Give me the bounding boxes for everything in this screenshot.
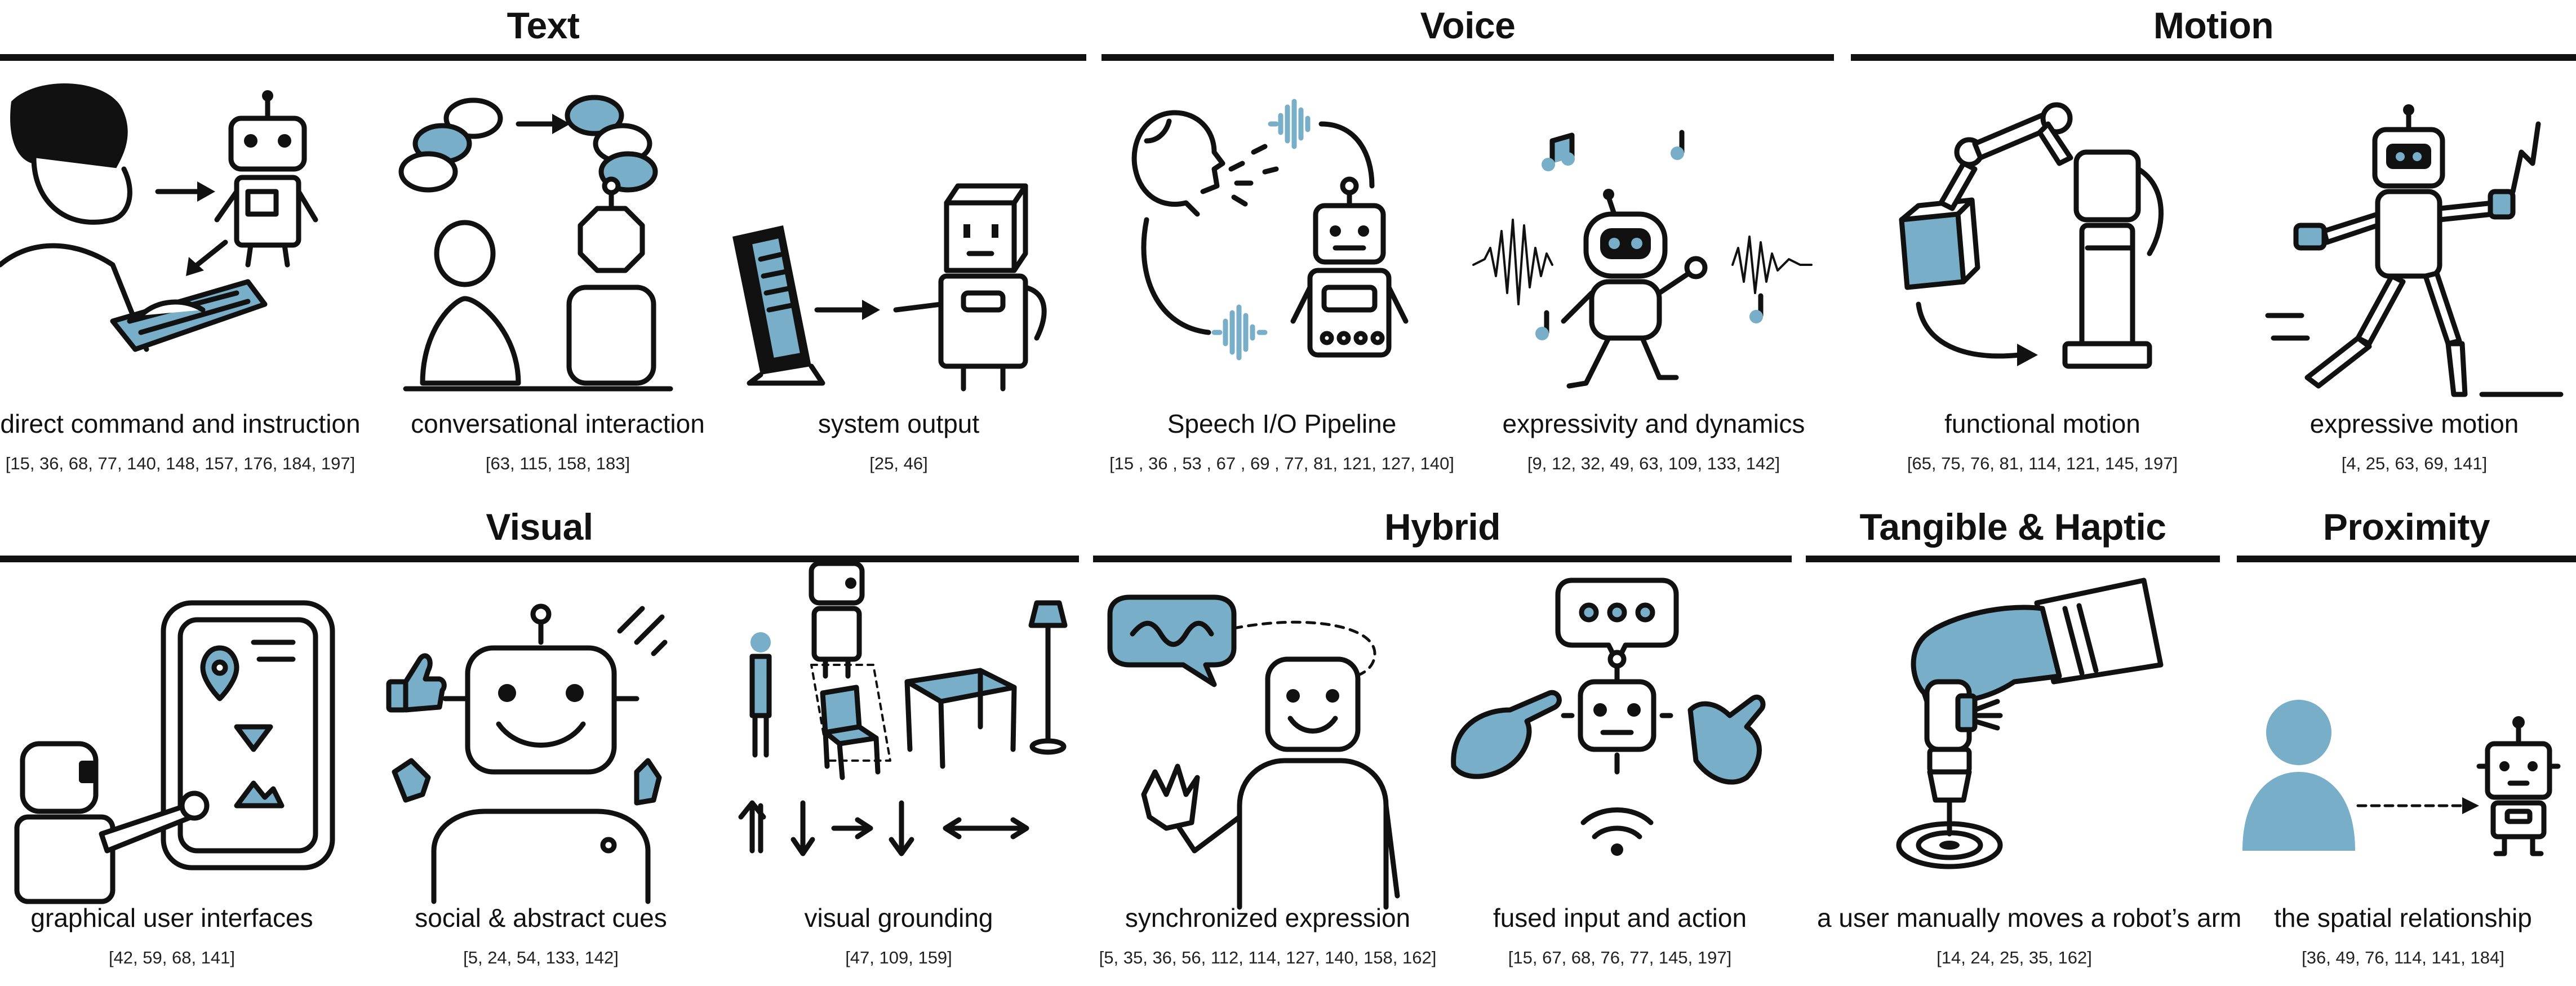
- item-refs: [15 , 36 , 53 , 67 , 69 , 77, 81, 121, 1…: [1109, 454, 1454, 473]
- item-refs: [15, 36, 68, 77, 140, 148, 157, 176, 184…: [5, 454, 356, 473]
- item-visual-grounding: visual grounding [47, 109, 159]: [727, 561, 1071, 986]
- section-rule: [2237, 556, 2576, 562]
- section-title-text: Text: [507, 5, 580, 46]
- dancing-robot-illustration: [2265, 104, 2564, 397]
- section-voice: Voice Speech I/O Pipeline [1: [1102, 0, 1834, 496]
- item-caption: Speech I/O Pipeline: [1167, 409, 1397, 438]
- section-title-visual: Visual: [486, 506, 593, 548]
- item-expressive-motion: expressive motion [4, 25, 63, 69, 141]: [2257, 79, 2572, 496]
- item-caption: a user manually moves a robot’s arm: [1817, 903, 2242, 932]
- item-manual-arm-movement: a user manually moves a robot’s arm [14,…: [1817, 578, 2241, 986]
- two-figures-chatting-illustration: [398, 95, 673, 392]
- section-title-motion: Motion: [2153, 5, 2274, 46]
- person-to-robot-distance-illustration: [2242, 700, 2561, 856]
- section-motion: Motion functional motion [65, 75, 76, 81…: [1851, 0, 2576, 496]
- item-caption: expressivity and dynamics: [1502, 409, 1805, 438]
- section-rule: [0, 54, 1086, 61]
- item-functional-motion: functional motion [65, 75, 76, 81, 114, …: [1885, 79, 2200, 496]
- section-title-proximity: Proximity: [2322, 506, 2490, 548]
- item-refs: [42, 59, 68, 141]: [108, 948, 236, 967]
- section-rule: [1806, 556, 2220, 562]
- item-refs: [9, 12, 32, 49, 63, 109, 133, 142]: [1527, 454, 1780, 473]
- item-refs: [4, 25, 63, 69, 141]: [2341, 454, 2488, 473]
- item-graphical-user-interfaces: graphical user interfaces [42, 59, 68, 1…: [0, 580, 344, 986]
- item-caption: expressive motion: [2309, 409, 2519, 438]
- section-title-hybrid: Hybrid: [1384, 506, 1501, 548]
- item-caption: visual grounding: [804, 903, 993, 932]
- section-rule: [1093, 556, 1792, 562]
- item-refs: [36, 49, 76, 114, 141, 184]: [2302, 948, 2504, 967]
- section-title-tangible-haptic: Tangible & Haptic: [1859, 506, 2167, 548]
- item-caption: synchronized expression: [1125, 903, 1411, 932]
- item-refs: [15, 67, 68, 76, 77, 145, 197]: [1508, 948, 1732, 967]
- item-direct-command: direct command and instruction [15, 36, …: [0, 79, 361, 496]
- item-conversational-interaction: conversational interaction [63, 115, 158…: [389, 79, 727, 496]
- item-caption: system output: [818, 409, 980, 438]
- item-expressivity-dynamics: expressivity and dynamics [9, 12, 32, 49…: [1472, 79, 1834, 496]
- hand-guiding-robot-arm-illustration: [1896, 578, 2164, 869]
- item-refs: [63, 115, 158, 183]: [485, 454, 630, 473]
- item-fused-input-action: fused input and action [15, 67, 68, 76, …: [1448, 578, 1792, 986]
- item-caption: fused input and action: [1493, 903, 1747, 932]
- item-caption: conversational interaction: [411, 409, 705, 438]
- person-typing-to-robot-illustration: [0, 83, 318, 352]
- robot-touching-tablet-illustration: [14, 600, 335, 904]
- item-synchronized-expression: synchronized expression [5, 35, 36, 56, …: [1093, 580, 1442, 986]
- item-refs: [5, 35, 36, 56, 112, 114, 127, 140, 158,…: [1099, 948, 1437, 967]
- item-refs: [14, 24, 25, 35, 162]: [1937, 948, 2092, 967]
- tablet-robot-illustration: [732, 183, 1047, 392]
- item-system-output: system output [25, 46]: [727, 79, 1071, 496]
- item-refs: [25, 46]: [869, 454, 928, 473]
- section-visual: Visual graphical user interfaces [42, 59…: [0, 501, 1079, 986]
- section-tangible-haptic: Tangible & Haptic a user manually moves …: [1806, 501, 2241, 986]
- waving-robot-speech-bubble-illustration: [1107, 594, 1400, 910]
- robot-scene-objects-illustration: [738, 561, 1068, 856]
- speech-pipeline-illustration: [1131, 99, 1409, 361]
- section-rule: [1102, 54, 1834, 61]
- item-spatial-relationship: the spatial relationship [36, 49, 76, 11…: [2237, 580, 2569, 986]
- item-refs: [5, 24, 54, 133, 142]: [463, 948, 619, 967]
- robot-hands-wifi-illustration: [1451, 578, 1766, 856]
- item-refs: [65, 75, 76, 81, 114, 121, 145, 197]: [1907, 454, 2178, 473]
- smiling-robot-gestures-illustration: [386, 603, 668, 904]
- section-text: Text direct command and instruction [15,…: [0, 0, 1086, 496]
- item-speech-io-pipeline: Speech I/O Pipeline [15 , 36 , 53 , 67 ,…: [1102, 79, 1462, 496]
- section-hybrid: Hybrid synchronized expression [5, 35, 3…: [1093, 501, 1792, 986]
- item-caption: social & abstract cues: [415, 903, 667, 932]
- item-caption: functional motion: [1944, 409, 2140, 438]
- section-proximity: Proximity the spatial relationship [36, …: [2237, 501, 2576, 986]
- section-rule: [0, 556, 1079, 562]
- section-title-voice: Voice: [1420, 5, 1516, 46]
- section-rule: [1851, 54, 2576, 61]
- item-caption: direct command and instruction: [0, 409, 361, 438]
- item-social-abstract-cues: social & abstract cues [5, 24, 54, 133, …: [372, 580, 710, 986]
- singing-robot-illustration: [1472, 130, 1813, 389]
- robot-arm-moving-box-illustration: [1899, 102, 2164, 369]
- item-caption: the spatial relationship: [2274, 903, 2532, 932]
- item-refs: [47, 109, 159]: [845, 948, 952, 967]
- item-caption: graphical user interfaces: [30, 903, 313, 932]
